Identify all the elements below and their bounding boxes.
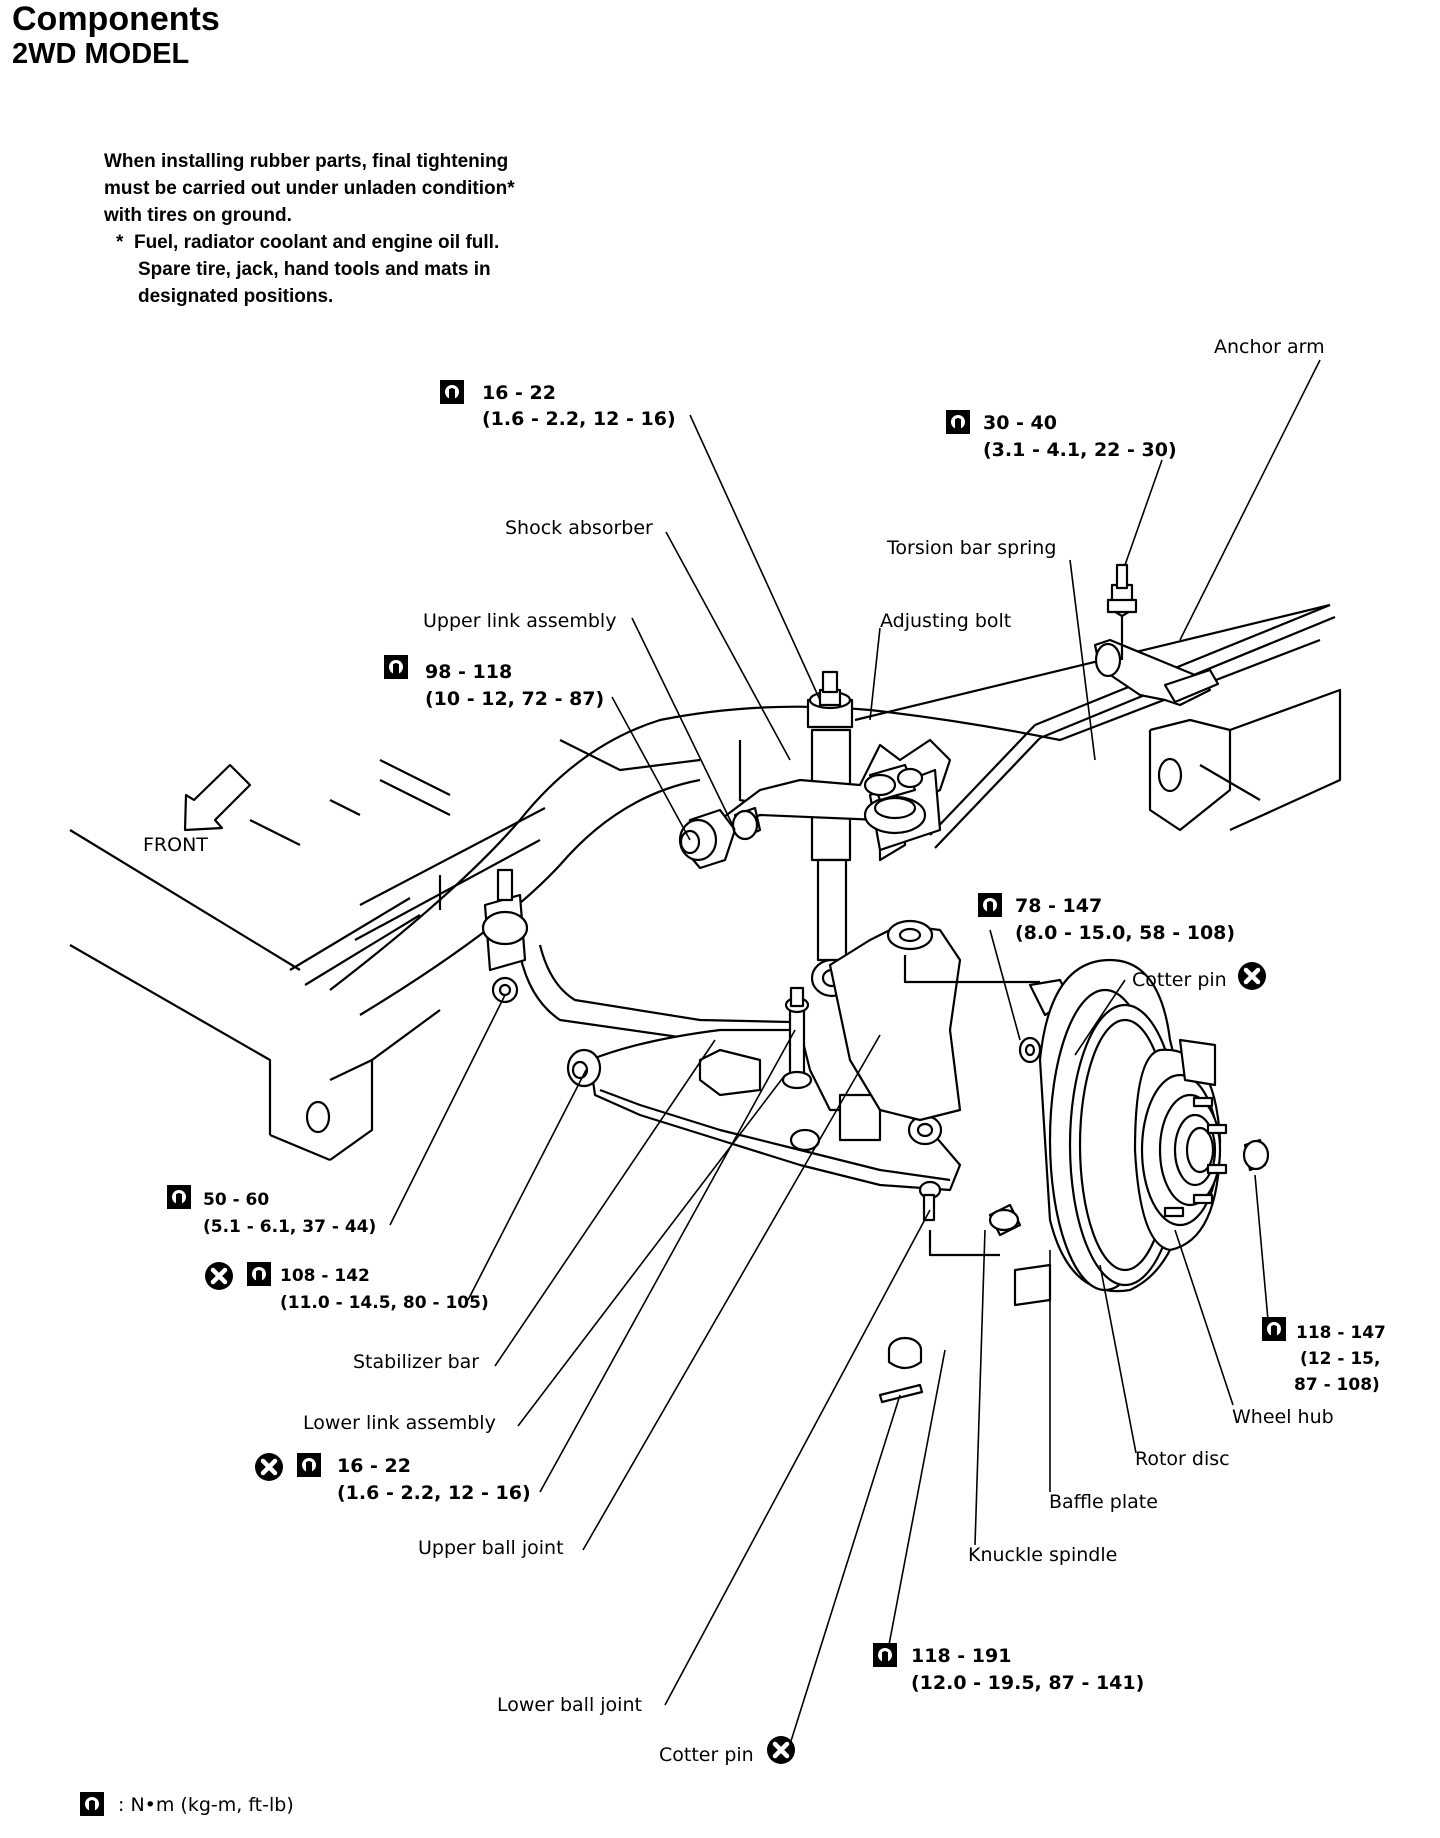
torque-wrench-icon [384, 655, 408, 679]
footnote-line: designated positions. [138, 286, 334, 307]
leader-lines [389, 359, 1321, 1761]
torque-spec-9: 118 - 191 (12.0 - 19.5, 87 - 141) [873, 1643, 1144, 1694]
footnote-line: Fuel, radiator coolant and engine oil fu… [133, 232, 500, 253]
wheel-hub-label: Wheel hub [1232, 1406, 1334, 1428]
cotter-pin-upper-label: Cotter pin [1132, 969, 1227, 991]
lower-nut-drawing [878, 1036, 1042, 1404]
cotter-pin-lower-label: Cotter pin [659, 1744, 754, 1766]
installation-note: When installing rubber parts, final tigh… [104, 148, 515, 310]
torque-nm: 118 - 147 [1296, 1323, 1386, 1343]
torque-wrench-icon [247, 1262, 271, 1286]
torque-spec-4: 78 - 147 (8.0 - 15.0, 58 - 108) [978, 893, 1235, 944]
shock-absorber-label: Shock absorber [505, 517, 653, 539]
torque-wrench-icon [440, 380, 464, 404]
torque-alt: (3.1 - 4.1, 22 - 30) [983, 439, 1177, 461]
do-not-reuse-icon [255, 1453, 283, 1481]
rotor-disc-label: Rotor disc [1135, 1448, 1230, 1470]
legend: : N•m (kg-m, ft-lb) [80, 1792, 294, 1816]
torque-alt: (10 - 12, 72 - 87) [425, 688, 604, 710]
anchor-arm-label: Anchor arm [1214, 336, 1325, 358]
torque-wrench-icon [978, 893, 1002, 917]
adjusting-bolt-label: Adjusting bolt [880, 610, 1011, 632]
note-line: must be carried out under unladen condit… [104, 178, 515, 199]
torque-nm: 50 - 60 [203, 1190, 269, 1210]
front-arrow [183, 763, 252, 832]
torque-nm: 108 - 142 [280, 1266, 370, 1286]
baffle-plate-label: Baffle plate [1049, 1491, 1158, 1513]
note-line: with tires on ground. [104, 205, 292, 226]
torsion-bar-spring-label: Torsion bar spring [886, 537, 1056, 559]
torque-wrench-icon [873, 1643, 897, 1667]
torque-spec-8: 118 - 147 (12 - 15, 87 - 108) [1262, 1317, 1386, 1395]
torque-alt: (1.6 - 2.2, 12 - 16) [337, 1482, 531, 1504]
torque-spec-3: 98 - 118 (10 - 12, 72 - 87) [384, 655, 604, 710]
torque-nm: 16 - 22 [482, 382, 556, 404]
torque-spec-7: 16 - 22 (1.6 - 2.2, 12 - 16) [255, 1453, 531, 1504]
torque-spec-6: 108 - 142 (11.0 - 14.5, 80 - 105) [205, 1262, 489, 1313]
torque-wrench-icon [297, 1453, 321, 1477]
shock-absorber-drawing [806, 670, 854, 998]
torque-nm: 118 - 191 [911, 1645, 1011, 1667]
note-line: When installing rubber parts, final tigh… [104, 151, 509, 172]
torque-alt: 87 - 108) [1294, 1375, 1380, 1395]
lower-link-assembly-label: Lower link assembly [303, 1412, 496, 1434]
torque-nm: 98 - 118 [425, 661, 512, 683]
knuckle-spindle-label: Knuckle spindle [968, 1544, 1117, 1566]
hub-bolts [1163, 1096, 1228, 1218]
lower-link-drawing [566, 986, 962, 1222]
do-not-reuse-icon [767, 1736, 795, 1764]
page-subtitle: 2WD MODEL [12, 38, 190, 70]
torque-alt: (1.6 - 2.2, 12 - 16) [482, 408, 676, 430]
torque-alt: (8.0 - 15.0, 58 - 108) [1015, 922, 1235, 944]
torque-nm: 16 - 22 [337, 1455, 411, 1477]
torque-spec-5: 50 - 60 (5.1 - 6.1, 37 - 44) [167, 1185, 376, 1237]
do-not-reuse-icon [1238, 962, 1266, 990]
torque-wrench-icon [946, 410, 970, 434]
footnote-mark: * [116, 232, 124, 253]
do-not-reuse-icon [205, 1262, 233, 1290]
frame-drawing [69, 563, 1342, 1162]
torque-wrench-icon [167, 1185, 191, 1209]
page-title: Components [12, 0, 220, 38]
upper-ball-joint-label: Upper ball joint [418, 1537, 564, 1559]
torque-spec-1: 16 - 22 (1.6 - 2.2, 12 - 16) [440, 380, 676, 430]
torque-alt: (11.0 - 14.5, 80 - 105) [280, 1293, 489, 1313]
upper-link-drawing [678, 738, 952, 870]
torque-nm: 78 - 147 [1015, 895, 1102, 917]
torque-alt: (12 - 15, [1300, 1349, 1380, 1369]
torque-spec-2: 30 - 40 (3.1 - 4.1, 22 - 30) [946, 410, 1177, 461]
legend-text: : N•m (kg-m, ft-lb) [118, 1794, 294, 1816]
upper-link-assembly-label: Upper link assembly [423, 610, 616, 632]
torque-alt: (12.0 - 19.5, 87 - 141) [911, 1672, 1144, 1694]
stabilizer-bar-label: Stabilizer bar [353, 1351, 479, 1373]
rotor-hub-drawing [1013, 958, 1270, 1307]
note-footnote: * Fuel, radiator coolant and engine oil … [104, 229, 515, 256]
front-label: FRONT [143, 834, 208, 856]
knuckle-drawing [828, 919, 1072, 1257]
stabilizer-bar-drawing [481, 868, 791, 1042]
torque-wrench-icon [80, 1792, 104, 1816]
torque-nm: 30 - 40 [983, 412, 1057, 434]
torque-wrench-icon [1262, 1317, 1286, 1341]
lower-ball-joint-label: Lower ball joint [497, 1694, 642, 1716]
torque-alt: (5.1 - 6.1, 37 - 44) [203, 1217, 376, 1237]
footnote-line: Spare tire, jack, hand tools and mats in [138, 259, 491, 280]
